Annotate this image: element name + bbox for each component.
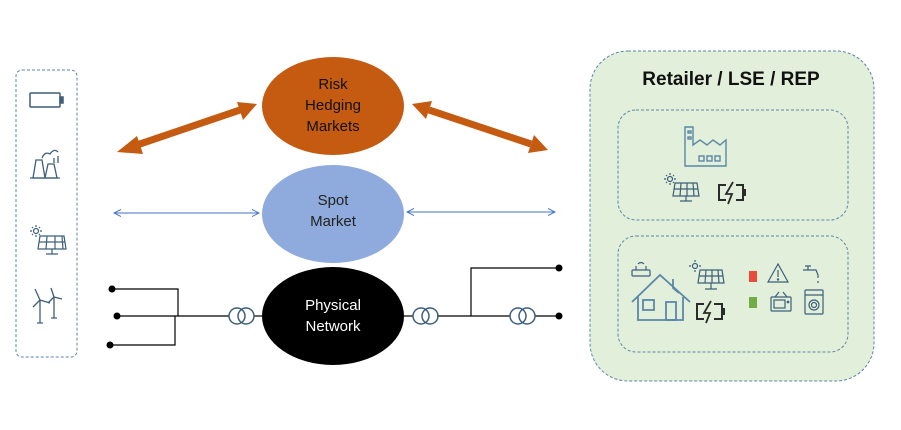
- right-transformer-icon-1: [412, 307, 439, 325]
- battery-charging-icon: [718, 181, 746, 205]
- solar-panel-icon: [689, 260, 725, 290]
- factory-icon: [684, 126, 727, 167]
- green-status-square: [749, 297, 757, 308]
- phys-label-line-1: Physical: [305, 297, 361, 314]
- washing-machine-icon: [804, 289, 824, 315]
- right-node-2: [555, 312, 563, 320]
- tv-icon: [770, 291, 792, 312]
- phys-label-line-2: Network: [305, 318, 361, 335]
- right-network-lines: [404, 267, 559, 317]
- left-node-3: [106, 341, 114, 349]
- left-node-2: [113, 312, 121, 320]
- right-node-1: [555, 264, 563, 272]
- risk-hedging-node: [262, 57, 404, 155]
- industrial-customer-box: [617, 109, 849, 221]
- risk-hedging-arrow-left: [117, 102, 257, 154]
- house-icon: [631, 273, 691, 321]
- spot-label-line-1: Spot: [317, 192, 349, 209]
- residential-customer-box: [617, 235, 849, 353]
- risk-label-line-2: Hedging: [305, 97, 361, 114]
- router-icon: [631, 261, 651, 277]
- right-transformer-icon-2: [509, 307, 536, 325]
- solar-panel-icon: [664, 173, 700, 202]
- warning-icon: [766, 262, 790, 283]
- left-node-1: [108, 285, 116, 293]
- wind-turbine-icon: [32, 287, 63, 324]
- generation-panel: [15, 69, 78, 358]
- physical-network-node: [262, 267, 404, 365]
- battery-icon: [29, 92, 64, 108]
- physical-network-label: Physical Network: [263, 295, 403, 337]
- power-plant-icon: [30, 149, 60, 179]
- battery-charging-icon: [696, 300, 725, 324]
- risk-hedging-arrow-right: [412, 101, 548, 153]
- red-status-square: [749, 271, 757, 282]
- risk-label-line-1: Risk: [318, 76, 348, 93]
- left-network-lines: [110, 288, 262, 346]
- risk-hedging-label: Risk Hedging Markets: [263, 74, 403, 137]
- spot-market-label: Spot Market: [263, 190, 403, 232]
- water-tap-icon: [803, 265, 819, 283]
- retailer-title: Retailer / LSE / REP: [642, 69, 820, 90]
- solar-panel-icon: [30, 225, 67, 255]
- left-transformer-icon: [228, 307, 255, 325]
- risk-label-line-3: Markets: [306, 118, 360, 135]
- spot-market-node: [262, 165, 404, 263]
- spot-label-line-2: Market: [310, 213, 356, 230]
